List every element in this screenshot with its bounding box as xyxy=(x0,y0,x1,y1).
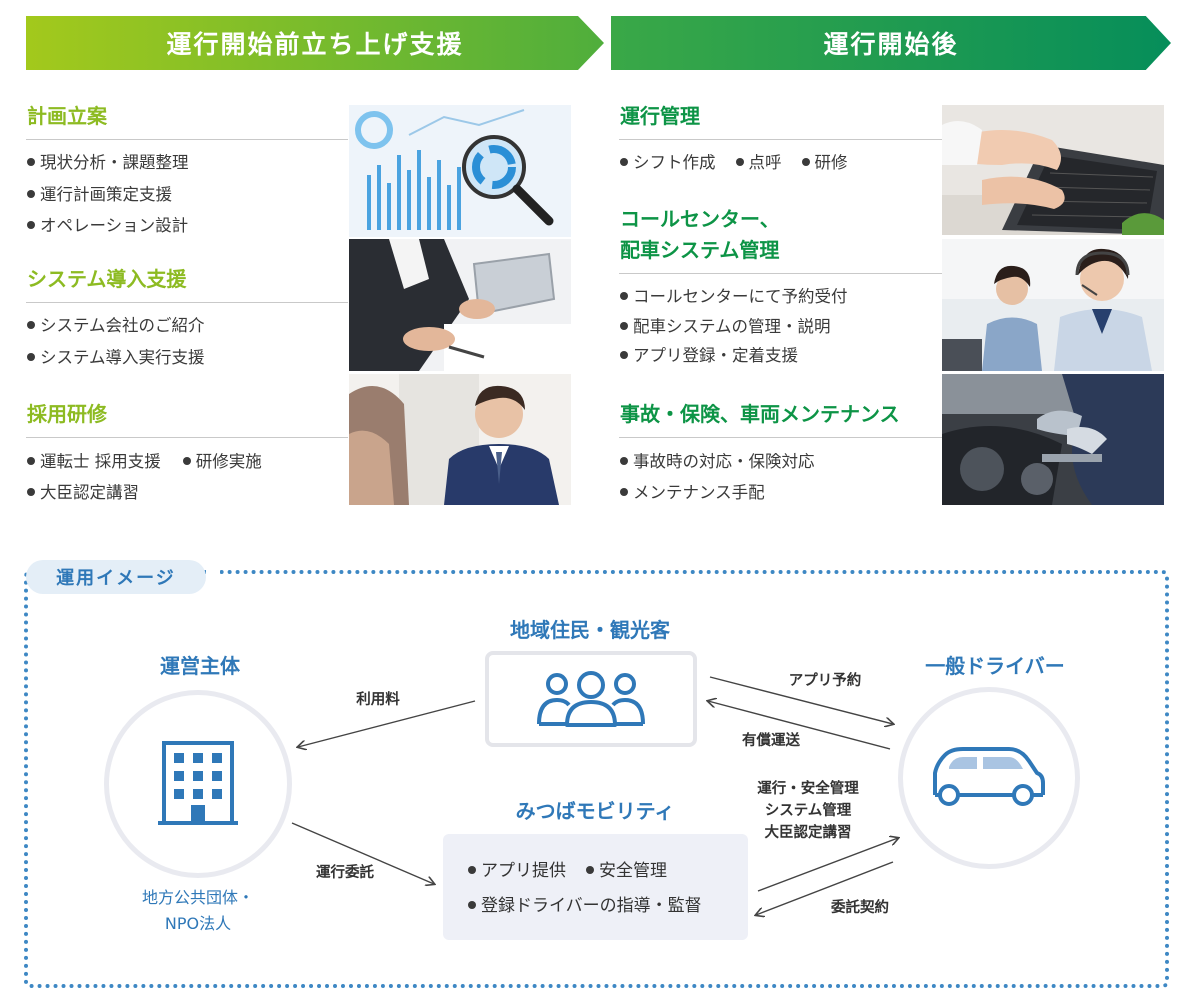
business-meeting-photo xyxy=(349,239,571,371)
section-title-call-center-line1: コールセンター、 xyxy=(620,207,780,231)
list-item: コールセンターにて予約受付 xyxy=(620,286,848,308)
car-icon xyxy=(933,747,1045,806)
list-item: オペレーション設計 xyxy=(27,215,188,237)
interview-photo xyxy=(349,374,571,505)
label-management-line3: 大臣認定講習 xyxy=(764,825,852,841)
list-item: 事故時の対応・保険対応 xyxy=(620,451,815,473)
operation-image-label: 運用イメージ xyxy=(26,560,206,594)
label-management-line1: 運行・安全管理 xyxy=(757,781,859,797)
drivers-circle xyxy=(898,687,1080,869)
list-item: 現状分析・課題整理 xyxy=(27,152,189,174)
mitsuba-item: 登録ドライバーの指導・監督 xyxy=(468,894,702,918)
divider xyxy=(619,273,943,274)
arrow-fee xyxy=(298,700,476,747)
section-title-operation-management: 運行管理 xyxy=(620,104,700,128)
list-item: アプリ登録・定着支援 xyxy=(620,345,798,367)
operation-image-frame xyxy=(24,570,1169,988)
divider xyxy=(26,437,348,438)
section-title-planning: 計画立案 xyxy=(27,104,107,128)
list-item: シフト作成点呼研修 xyxy=(620,152,848,174)
list-item: 大臣認定講習 xyxy=(27,482,139,504)
operator-title: 運営主体 xyxy=(160,654,240,678)
divider xyxy=(26,302,348,303)
laptop-typing-photo xyxy=(942,105,1164,235)
list-item: システム会社のご紹介 xyxy=(27,315,205,337)
vehicle-maintenance-photo xyxy=(942,374,1164,505)
arrow-management xyxy=(757,838,898,892)
mitsuba-box xyxy=(443,834,748,940)
section-title-recruit-training: 採用研修 xyxy=(27,402,107,426)
operator-caption-line2: NPO法人 xyxy=(164,914,232,933)
residents-title: 地域住民・観光客 xyxy=(510,618,670,642)
label-paid-transport: 有償運送 xyxy=(742,733,800,749)
divider xyxy=(26,139,348,140)
building-icon xyxy=(158,741,238,825)
chart-analysis-photo xyxy=(349,105,571,237)
divider xyxy=(619,437,943,438)
section-title-call-center-line2: 配車システム管理 xyxy=(620,238,780,262)
users-group-icon xyxy=(537,671,645,727)
list-item: 運転士 採用支援研修実施 xyxy=(27,451,262,473)
operator-caption-line1: 地方公共団体・ xyxy=(141,888,254,907)
arrow-paid-transport xyxy=(708,701,891,750)
section-title-system-introduction: システム導入支援 xyxy=(27,267,187,291)
label-management-line2: システム管理 xyxy=(764,803,852,819)
operator-circle xyxy=(104,690,292,878)
divider xyxy=(619,139,943,140)
call-center-photo xyxy=(942,239,1164,371)
banner-post-launch: 運行開始後 xyxy=(611,16,1171,70)
arrow-consignment-contract xyxy=(756,861,894,915)
list-item: 運行計画策定支援 xyxy=(27,184,172,206)
label-operation-outsourcing: 運行委託 xyxy=(316,865,374,881)
drivers-title: 一般ドライバー xyxy=(925,654,1065,678)
list-item: 配車システムの管理・説明 xyxy=(620,316,831,338)
label-app-booking: アプリ予約 xyxy=(788,673,862,689)
mitsuba-item: アプリ提供安全管理 xyxy=(468,859,667,883)
residents-box xyxy=(485,651,697,747)
banner-pre-launch: 運行開始前立ち上げ支援 xyxy=(26,16,604,70)
list-item: システム導入実行支援 xyxy=(27,347,205,369)
list-item: メンテナンス手配 xyxy=(620,482,765,504)
arrow-operation-outsourcing xyxy=(291,822,434,884)
label-consignment-contract: 委託契約 xyxy=(831,900,889,916)
mitsuba-title: みつばモビリティ xyxy=(515,799,675,823)
label-fee: 利用料 xyxy=(356,692,400,708)
section-title-accident-maintenance: 事故・保険、車両メンテナンス xyxy=(620,402,900,426)
arrow-app-booking xyxy=(709,676,893,724)
